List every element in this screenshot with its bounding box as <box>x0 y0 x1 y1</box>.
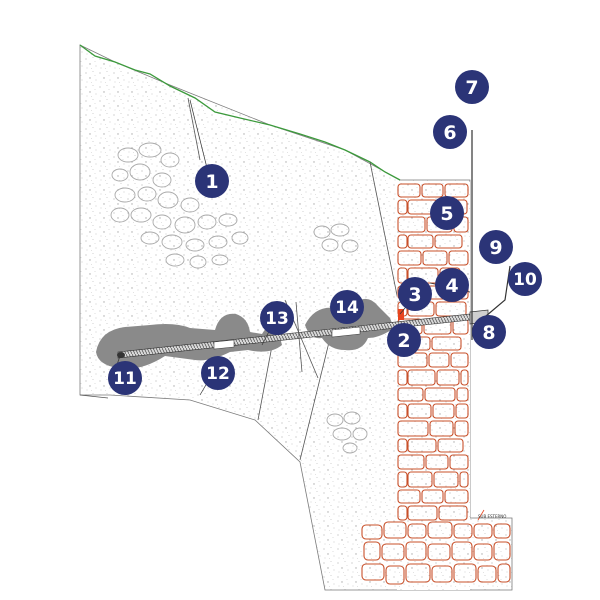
marker-number: 9 <box>489 237 502 259</box>
marker-number: 1 <box>205 171 218 193</box>
marker-8: 8 <box>472 315 506 349</box>
marker-circle <box>455 70 489 104</box>
marker-10: 10 <box>508 262 542 296</box>
marker-1: 1 <box>195 164 229 198</box>
marker-circle <box>398 277 432 311</box>
injection-point <box>398 309 404 320</box>
cobble-cluster-large <box>110 142 249 269</box>
marker-circle <box>195 164 229 198</box>
marker-number: 12 <box>206 364 230 384</box>
marker-7: 7 <box>455 70 489 104</box>
marker-circle <box>435 268 469 302</box>
marker-12: 12 <box>201 356 235 390</box>
marker-circle <box>330 290 364 324</box>
marker-4: 4 <box>435 268 469 302</box>
marker-11: 11 <box>108 361 142 395</box>
marker-number: 6 <box>443 122 456 144</box>
cobble-cluster-right <box>313 223 359 253</box>
marker-9: 9 <box>479 230 513 264</box>
marker-number: 4 <box>445 275 458 297</box>
marker-2: 2 <box>387 323 421 357</box>
marker-circle <box>472 315 506 349</box>
marker-number: 14 <box>335 298 359 318</box>
stone-masonry-wall <box>361 182 511 590</box>
marker-circle <box>201 356 235 390</box>
marker-number: 13 <box>265 309 289 329</box>
marker-5: 5 <box>430 196 464 230</box>
marker-circle <box>508 262 542 296</box>
marker-circle <box>387 323 421 357</box>
marker-circle <box>433 115 467 149</box>
marker-6: 6 <box>433 115 467 149</box>
marker-number: 2 <box>397 330 410 352</box>
marker-number: 11 <box>113 369 137 389</box>
marker-3: 3 <box>398 277 432 311</box>
marker-13: 13 <box>260 301 294 335</box>
marker-circle <box>260 301 294 335</box>
marker-14: 14 <box>330 290 364 324</box>
marker-circle <box>479 230 513 264</box>
cobble-cluster-bottom <box>326 411 368 454</box>
ground-surface-line <box>79 44 401 181</box>
marker-number: 7 <box>465 77 478 99</box>
outer-ground-label: SUB ESTERNO <box>478 514 506 519</box>
marker-circle <box>108 361 142 395</box>
marker-number: 5 <box>440 203 453 225</box>
marker-number: 10 <box>513 270 537 290</box>
marker-circle <box>430 196 464 230</box>
anchor-rod <box>117 265 511 359</box>
marker-number: 8 <box>482 322 495 344</box>
marker-number: 3 <box>408 284 421 306</box>
